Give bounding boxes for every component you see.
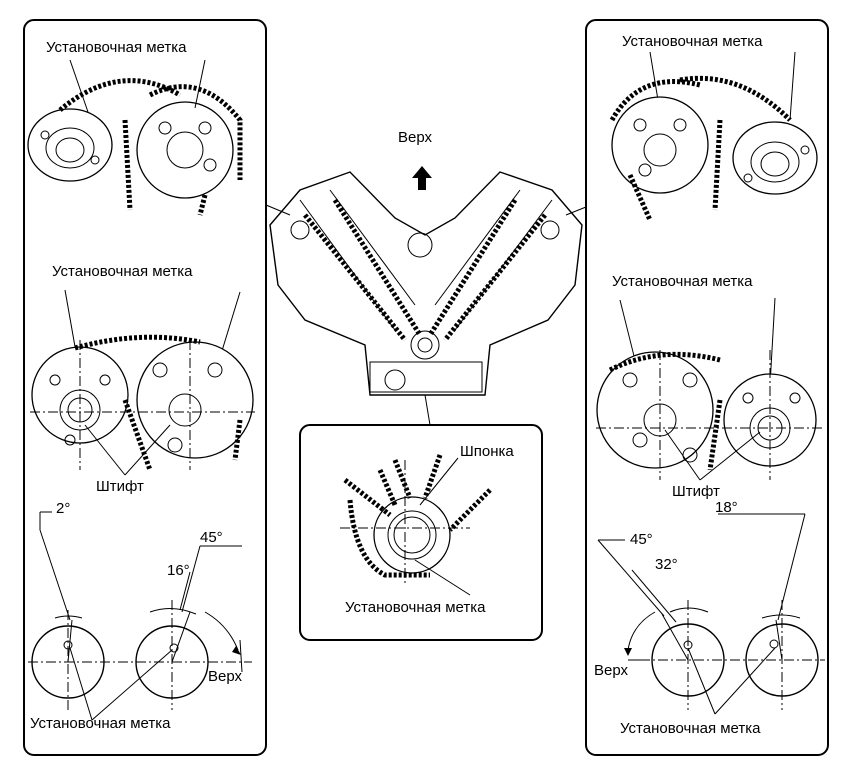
- left-angle-diagram: [28, 511, 252, 721]
- right-panel: Установочная метка Установочная метка: [585, 19, 829, 756]
- center-engine: Верх: [269, 129, 587, 426]
- right-top-sprockets-drawing: [609, 75, 818, 222]
- left-panel: Установочная метка Установочная метка Шт…: [23, 19, 291, 756]
- right-up-label: Верх: [594, 662, 629, 679]
- right-angle-32-label: 32°: [655, 556, 678, 573]
- right-pin-label: Штифт: [672, 483, 720, 500]
- left-top-mark-label: Установочная метка: [46, 39, 187, 56]
- left-up-label: Верх: [208, 668, 243, 685]
- right-bottom-mark-label: Установочная метка: [620, 720, 761, 737]
- left-top-sprockets-drawing: [27, 78, 243, 216]
- up-arrow-icon: [412, 166, 432, 190]
- center-mark-label: Установочная метка: [345, 599, 486, 616]
- left-middle-mark-label: Установочная метка: [52, 263, 193, 280]
- right-angle-45-label: 45°: [630, 531, 653, 548]
- left-angle-16-label: 16°: [167, 562, 190, 579]
- right-top-mark-label: Установочная метка: [622, 33, 763, 50]
- center-bottom-panel: Шпонка Установочная метка: [299, 424, 543, 641]
- cropped-caption: [0, 768, 460, 777]
- right-middle-sprockets-drawing: [596, 350, 825, 480]
- left-angle-45-label: 45°: [200, 529, 223, 546]
- left-angle-2-label: 2°: [56, 500, 70, 517]
- right-middle-mark-label: Установочная метка: [612, 273, 753, 290]
- crank-sprocket-drawing: [340, 454, 492, 585]
- top-label: Верх: [398, 129, 433, 146]
- left-pin-label: Штифт: [96, 478, 144, 495]
- right-angle-diagram: [597, 513, 825, 715]
- left-bottom-mark-label: Установочная метка: [30, 715, 171, 732]
- key-label: Шпонка: [460, 443, 514, 460]
- right-angle-18-label: 18°: [715, 499, 738, 516]
